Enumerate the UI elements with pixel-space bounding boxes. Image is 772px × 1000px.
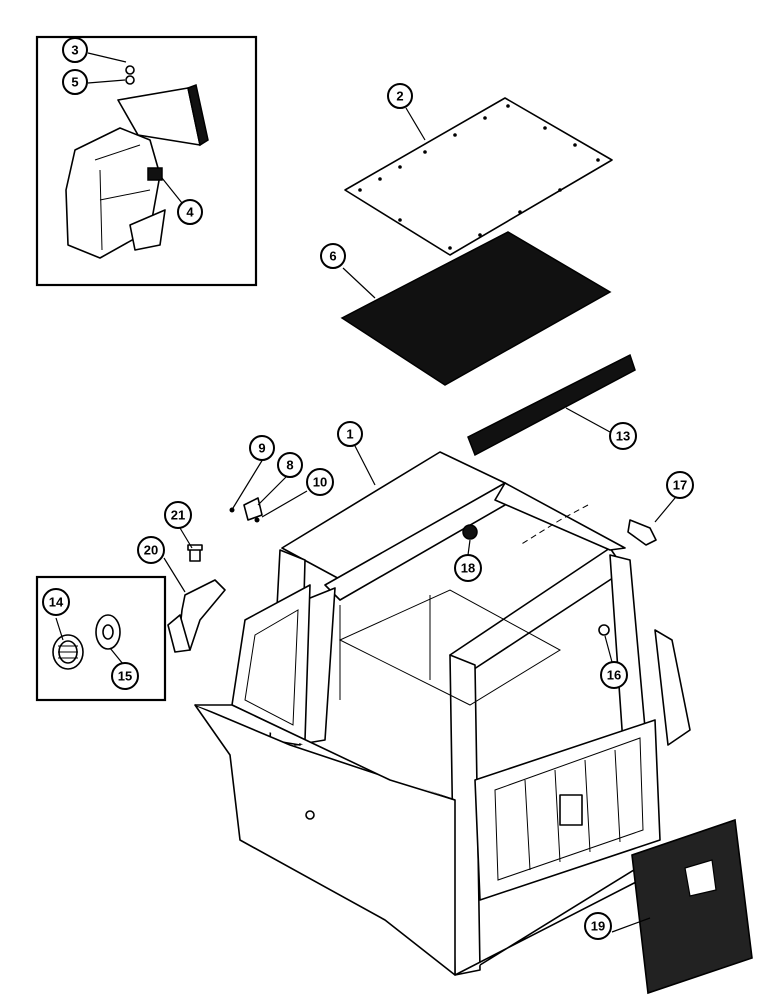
callout-5: 5	[62, 69, 88, 95]
liner-panel	[631, 818, 753, 995]
callout-13: 13	[609, 422, 637, 450]
callout-2-label: 2	[396, 89, 403, 104]
callout-16-label: 16	[607, 668, 621, 683]
insulation-pad	[340, 231, 612, 386]
callout-18: 18	[454, 554, 482, 582]
callout-16: 16	[600, 661, 628, 689]
callout-10: 10	[306, 468, 334, 496]
inset-detail-left	[35, 575, 167, 702]
clip-8	[229, 497, 263, 523]
inset-detail-top	[35, 35, 258, 287]
nut-18	[462, 524, 478, 540]
callout-13-label: 13	[616, 429, 630, 444]
callout-5-label: 5	[71, 75, 78, 90]
callout-20: 20	[137, 536, 165, 564]
callout-19-label: 19	[591, 919, 605, 934]
callout-6: 6	[320, 243, 346, 269]
callout-3-label: 3	[71, 43, 78, 58]
callout-1: 1	[337, 421, 363, 447]
callout-21: 21	[164, 501, 192, 529]
callout-18-label: 18	[461, 561, 475, 576]
callout-4: 4	[177, 199, 203, 225]
callout-17: 17	[666, 471, 694, 499]
cab-frame	[194, 451, 691, 976]
callout-10-label: 10	[313, 475, 327, 490]
callout-14-label: 14	[49, 595, 64, 610]
screw-21	[187, 544, 203, 562]
callout-20-label: 20	[144, 543, 158, 558]
callout-15: 15	[111, 662, 139, 690]
callout-9-label: 9	[258, 441, 265, 456]
callout-15-label: 15	[118, 669, 132, 684]
callout-19: 19	[584, 912, 612, 940]
callout-14: 14	[42, 588, 70, 616]
callout-4-label: 4	[186, 205, 194, 220]
callout-9: 9	[249, 435, 275, 461]
grommet-16	[598, 624, 610, 636]
callout-1-label: 1	[346, 427, 353, 442]
callout-3: 3	[62, 37, 88, 63]
bolt-17	[519, 504, 657, 546]
callout-8-label: 8	[286, 458, 293, 473]
callout-21-label: 21	[171, 508, 185, 523]
callout-17-label: 17	[673, 478, 687, 493]
callout-6-label: 6	[329, 249, 336, 264]
handle-20	[167, 579, 226, 653]
callout-2: 2	[387, 83, 413, 109]
leader-lines	[55, 52, 681, 933]
callout-8: 8	[277, 452, 303, 478]
seal-strip	[467, 353, 636, 457]
roof-panel	[344, 97, 613, 256]
